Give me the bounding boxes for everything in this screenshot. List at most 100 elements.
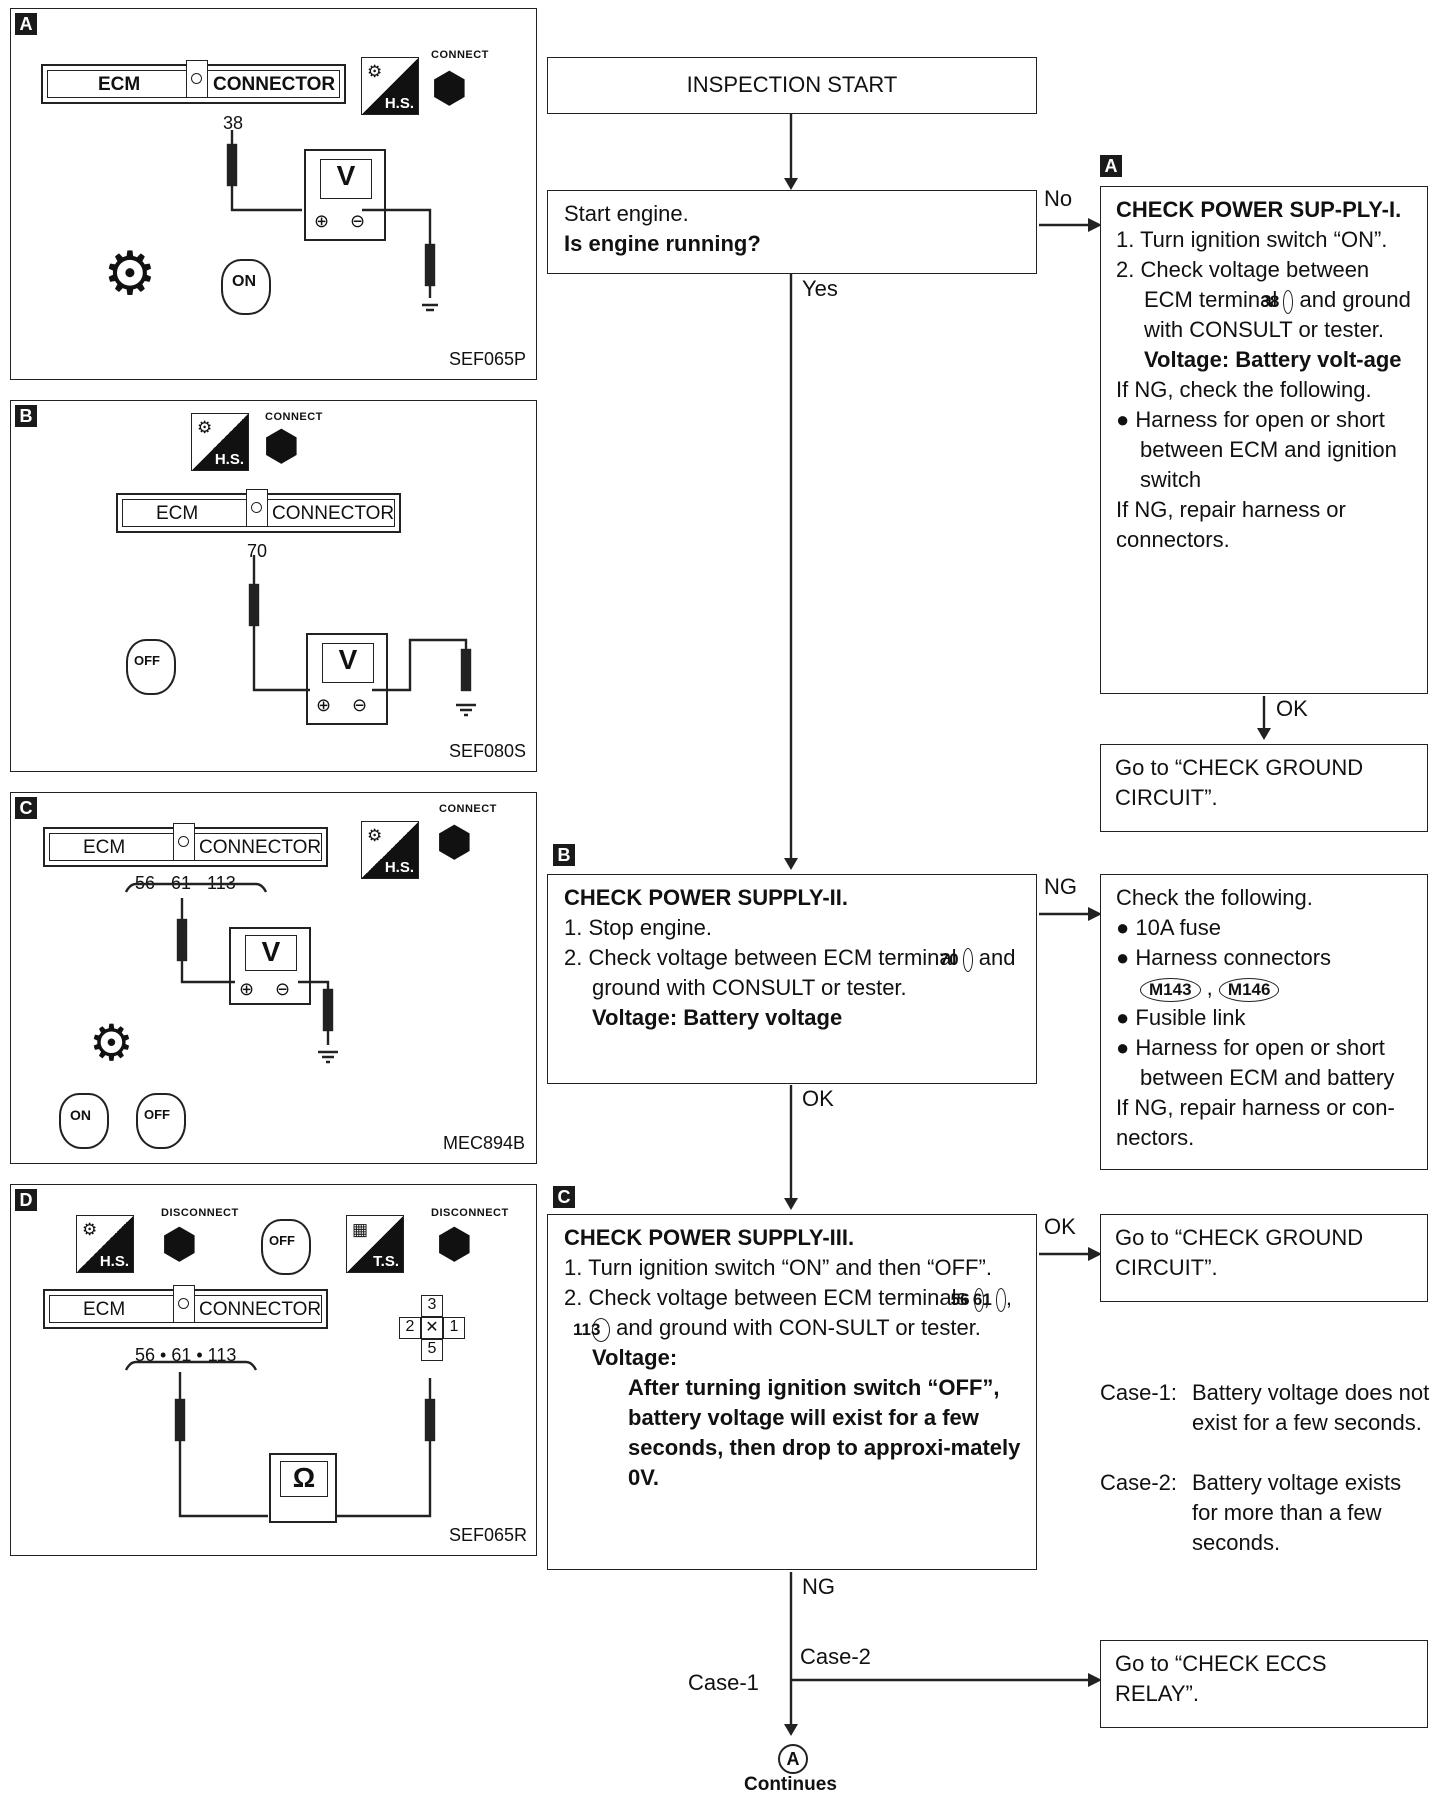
go-to-eccs-relay-box: Go to “CHECK ECCS RELAY”. (1100, 1640, 1428, 1728)
box-b-step2: 2. Check voltage between ECM terminal 70… (564, 945, 1016, 1000)
relay-pin-5: 5 (421, 1339, 443, 1361)
box-c-voltage-label: Voltage: (592, 1345, 678, 1370)
connector-m143: M143 (1140, 978, 1201, 1002)
disconnect-label: DISCONNECT (431, 1207, 509, 1219)
no-label: No (1044, 186, 1073, 211)
box-b-step1: 1. Stop engine. (564, 915, 713, 940)
hs-icon: ⚙H.S. (76, 1215, 134, 1273)
figure-code: SEF080S (449, 741, 527, 761)
relay-pin-2: 2 (399, 1317, 421, 1339)
panel-c: C ECM CONNECTOR ⚙H.S. CONNECT ⬢ 56 · 61 … (10, 792, 537, 1164)
ng-label: NG (802, 1574, 835, 1599)
panel-d-tag: D (15, 1189, 37, 1211)
ok-label: OK (1044, 1214, 1076, 1239)
go-to-eccs-relay: Go to “CHECK ECCS RELAY”. (1115, 1651, 1327, 1706)
ng-label: NG (1044, 874, 1077, 899)
box-c-voltage-text: After turning ignition switch “OFF”, bat… (628, 1375, 1021, 1490)
ignition-key-icon: ON (221, 259, 271, 315)
ignition-key-on-icon: ON (59, 1093, 109, 1149)
question-line1: Start engine. (564, 201, 689, 226)
box-a-repair: If NG, repair harness or connectors. (1116, 497, 1346, 552)
hs-icon: ⚙H.S. (191, 413, 249, 471)
box-a-bullet: ● Harness for open or short between ECM … (1116, 407, 1397, 492)
panel-a-tag: A (15, 13, 37, 35)
box-b-title: CHECK POWER SUPPLY-II. (564, 885, 849, 910)
case-2-label: Case-2 (800, 1644, 871, 1669)
plug-connect-icon: ⬢ (263, 422, 300, 469)
ecm-label: ECM (156, 503, 199, 524)
relay-pin-3: 3 (421, 1295, 443, 1317)
box-b-voltage: Voltage: Battery voltage (592, 1005, 843, 1030)
pins-label: 56 • 61 • 113 (135, 1345, 237, 1365)
pin-label: 38 (223, 113, 244, 133)
check-power-supply-3-box: CHECK POWER SUPPLY-III. 1. Turn ignition… (547, 1214, 1037, 1570)
box-c-tag: C (553, 1186, 575, 1208)
box-a-title: CHECK POWER SUP-PLY-I. (1116, 197, 1402, 222)
go-to-ground-circuit-1: Go to “CHECK GROUND CIRCUIT”. (1115, 755, 1364, 810)
panel-b: B ⚙H.S. CONNECT ⬢ ECM CONNECTOR 70 OFF V… (10, 400, 537, 772)
voltmeter: V ⊕⊖ (229, 927, 311, 1005)
hs-icon: ⚙H.S. (361, 821, 419, 879)
voltmeter: V ⊕⊖ (306, 633, 388, 725)
continuation-connector-a: A (778, 1744, 808, 1774)
panel-d: D ⚙H.S. DISCONNECT ⬢ OFF ▦T.S. DISCONNEC… (10, 1184, 537, 1556)
box-c-step1: 1. Turn ignition switch “ON” and then “O… (564, 1255, 992, 1280)
ok-label: OK (1276, 696, 1308, 721)
meter-face: V (245, 935, 297, 971)
engine-icon: ⚙ (89, 1015, 134, 1071)
ecm-connector: ECM CONNECTOR (116, 489, 401, 533)
ecm-label: ECM (83, 837, 126, 858)
box-a-tag: A (1100, 155, 1122, 177)
connector-codes: M143 , M146 (1116, 973, 1417, 1003)
ecm-connector: ECM CONNECTOR (43, 823, 328, 867)
check-following-title: Check the following. (1116, 885, 1313, 910)
terminal-113: 113 (573, 1318, 610, 1342)
terminal-38: 38 (1260, 290, 1294, 314)
connector-label: CONNECTOR (199, 1299, 322, 1320)
voltmeter: V ⊕⊖ (304, 149, 386, 241)
box-a-voltage: Voltage: Battery volt-age (1144, 347, 1402, 372)
ecm-connector: ECM CONNECTOR (41, 60, 346, 104)
check-item-fuse: ● 10A fuse (1116, 915, 1222, 940)
meter-face: V (322, 643, 374, 683)
check-power-supply-1-box: CHECK POWER SUP-PLY-I. 1. Turn ignition … (1100, 186, 1428, 694)
inspection-start-label: INSPECTION START (686, 72, 898, 97)
connector-label: CONNECTOR (213, 74, 336, 95)
connector-label: CONNECTOR (199, 837, 322, 858)
terminal-61: 61 (973, 1288, 1006, 1312)
connect-label: CONNECT (439, 803, 497, 815)
check-power-supply-2-box: CHECK POWER SUPPLY-II. 1. Stop engine. 2… (547, 874, 1037, 1084)
case-1-description: Case-1: Battery voltage does not exist f… (1100, 1380, 1430, 1435)
go-to-ground-circuit-box-1: Go to “CHECK GROUND CIRCUIT”. (1100, 744, 1428, 832)
box-b-tag: B (553, 844, 575, 866)
figure-code: SEF065R (449, 1525, 528, 1545)
box-c-title: CHECK POWER SUPPLY-III. (564, 1225, 855, 1250)
ignition-key-icon: OFF (126, 639, 176, 695)
plug-disconnect-icon: ⬢ (161, 1220, 198, 1267)
ecm-connector: ECM CONNECTOR (43, 1285, 328, 1329)
plug-connect-icon: ⬢ (436, 818, 473, 865)
pin-label: 70 (247, 541, 268, 561)
ecm-label: ECM (83, 1299, 126, 1320)
panel-c-tag: C (15, 797, 37, 819)
case-1-label: Case-1 (688, 1670, 759, 1695)
connector-label: CONNECTOR (272, 503, 395, 524)
figure-code: MEC894B (443, 1133, 526, 1153)
panel-a: A ECM CONNECTOR ⚙H.S. CONNECT ⬢ 38 V ⊕⊖ … (10, 8, 537, 380)
meter-face: V (320, 159, 372, 199)
connector-m146: M146 (1218, 978, 1280, 1002)
go-to-ground-circuit-box-2: Go to “CHECK GROUND CIRCUIT”. (1100, 1214, 1428, 1302)
ok-label: OK (802, 1086, 834, 1111)
go-to-ground-circuit-2: Go to “CHECK GROUND CIRCUIT”. (1115, 1225, 1364, 1280)
terminal-56: 56 (951, 1288, 984, 1312)
check-item-harness-open: ● Harness for open or short between ECM … (1116, 1035, 1395, 1090)
question-box: Start engine. Is engine running? (547, 190, 1037, 274)
panel-b-tag: B (15, 405, 37, 427)
plug-disconnect-icon: ⬢ (436, 1220, 473, 1267)
ts-icon: ▦T.S. (346, 1215, 404, 1273)
ohmmeter: Ω (269, 1453, 337, 1523)
check-item-fusible-link: ● Fusible link (1116, 1005, 1246, 1030)
hs-icon: ⚙H.S. (361, 57, 419, 115)
box-a-ng: If NG, check the following. (1116, 377, 1372, 402)
